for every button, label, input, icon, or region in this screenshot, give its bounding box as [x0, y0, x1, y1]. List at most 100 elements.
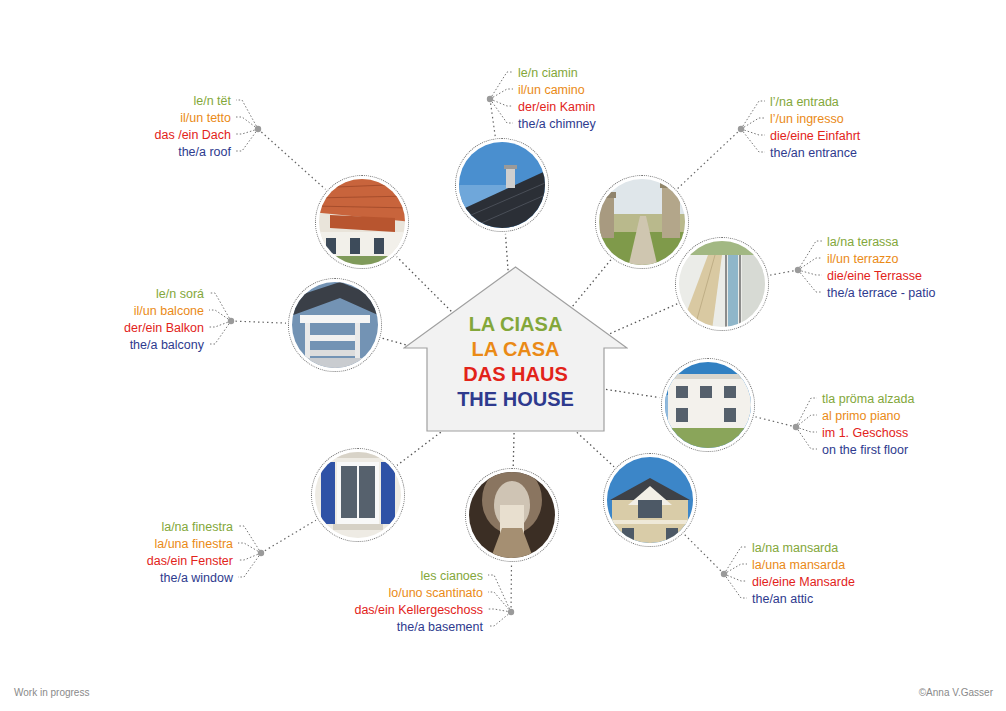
leader-tick — [724, 574, 747, 598]
leader-tick — [209, 321, 231, 327]
term-label: on the first floor — [822, 442, 914, 459]
term-label: il/un terrazzo — [827, 251, 935, 268]
term-label: le/n sorá — [124, 286, 204, 303]
photo-shape — [668, 374, 752, 379]
house-title: LA CIASA — [403, 312, 628, 337]
term-label: le/n ciamin — [518, 65, 596, 82]
leader-tick — [724, 564, 747, 574]
leader-line — [231, 321, 286, 323]
house-title: LA CASA — [403, 337, 628, 362]
photo-shape — [661, 428, 756, 455]
photo-shape — [668, 378, 752, 428]
leader-tick — [490, 89, 513, 99]
photo-shape — [666, 528, 678, 544]
photo-shape — [455, 180, 552, 222]
entrance-photo — [595, 175, 690, 272]
term-label: im 1. Geschoss — [822, 425, 914, 442]
house-title-block: LA CIASALA CASADAS HAUSTHE HOUSE — [403, 266, 628, 412]
balcony-photo — [285, 278, 385, 376]
attic-photo — [603, 453, 698, 550]
term-group: la/na finestrala/una finestradas/ein Fen… — [147, 519, 233, 587]
term-label: the/a chimney — [518, 116, 596, 133]
photo-circle: tla pröma alzadaal primo pianoim 1. Gesc… — [661, 358, 755, 452]
photo-shape — [312, 256, 412, 272]
leader-tick — [488, 575, 511, 612]
term-label: the/a basement — [354, 619, 483, 636]
photo-shape — [341, 466, 357, 518]
leader-tick — [796, 398, 817, 427]
chimney-photo — [450, 138, 552, 235]
leader-tick — [798, 270, 822, 292]
term-label: the/a roof — [155, 144, 231, 161]
leader-line — [756, 417, 796, 427]
leader-tick — [796, 427, 817, 449]
term-label: al primo piano — [822, 408, 914, 425]
dotted-connector — [610, 304, 677, 334]
leader-dot — [508, 609, 514, 615]
photo-shape — [482, 466, 542, 534]
leader-dot — [721, 571, 727, 577]
term-label: la/na mansarda — [752, 540, 855, 557]
first-floor-photo — [661, 358, 756, 455]
term-group: l’/na entradal’/un ingressodie/eine Einf… — [770, 94, 860, 162]
term-label: l’/un ingresso — [770, 111, 860, 128]
basement-photo — [465, 466, 560, 563]
term-label: die/eine Terrasse — [827, 268, 935, 285]
photo-shape — [612, 520, 688, 524]
leader-tick — [209, 321, 231, 344]
photo-shape — [676, 386, 688, 398]
term-group: le/n tëtil/un tettodas /ein Dachthe/a ro… — [155, 93, 231, 161]
photo-shape — [330, 215, 395, 232]
term-label: das/ein Kellergeschoss — [354, 602, 483, 619]
photo-shape — [350, 238, 360, 254]
leader-tick — [490, 99, 513, 106]
photo-shape — [359, 466, 375, 518]
photo-circle: le/n ciaminil/un caminoder/ein Kaminthe/… — [455, 138, 549, 232]
photo-shape — [724, 408, 736, 422]
photo-shape — [725, 255, 727, 335]
term-label: il/un balcone — [124, 303, 204, 320]
dotted-connector — [505, 234, 508, 270]
photo-shape — [326, 238, 336, 254]
dotted-connector — [577, 432, 614, 466]
photo-shape — [312, 232, 412, 272]
term-label: die/eine Mansarde — [752, 574, 855, 591]
leader-line — [510, 564, 512, 612]
term-label: la/na terassa — [827, 234, 935, 251]
photo-shape — [622, 528, 634, 544]
photo-shape — [680, 255, 722, 330]
photo-circle: la/na terassail/un terrazzodie/eine Terr… — [675, 237, 769, 331]
photo-shape — [504, 165, 517, 169]
house-title: THE HOUSE — [403, 387, 628, 412]
photo-shape — [628, 216, 658, 268]
photo-shape — [490, 528, 534, 560]
photo-shape — [660, 182, 682, 188]
term-label: lo/uno scantinato — [354, 585, 483, 602]
leader-tick — [798, 258, 822, 270]
leader-tick — [488, 609, 511, 612]
terrace-photo — [675, 237, 772, 335]
photo-shape — [595, 175, 690, 270]
house-shape: LA CIASALA CASADAS HAUSTHE HOUSE — [403, 266, 628, 432]
leader-tick — [238, 553, 261, 560]
term-label: la/una finestra — [147, 536, 233, 553]
leader-tick — [741, 118, 765, 129]
leader-dot — [738, 126, 744, 132]
term-label: das/ein Fenster — [147, 553, 233, 570]
leader-dot — [795, 267, 801, 273]
leader-tick — [238, 526, 261, 553]
leader-dot — [793, 424, 799, 430]
photo-shape — [381, 462, 395, 524]
photo-shape — [470, 192, 552, 228]
photo-shape — [312, 206, 412, 208]
photo-shape — [675, 237, 770, 255]
leader-tick — [236, 117, 258, 129]
leader-tick — [741, 129, 765, 152]
dotted-connector — [397, 257, 452, 312]
photo-shape — [739, 255, 741, 335]
photo-shape — [312, 196, 412, 198]
photo-shape — [312, 172, 412, 222]
footer-note: ©Anna V.Gasser — [919, 687, 993, 698]
term-label: the/a window — [147, 570, 233, 587]
term-label: il/un tetto — [155, 110, 231, 127]
